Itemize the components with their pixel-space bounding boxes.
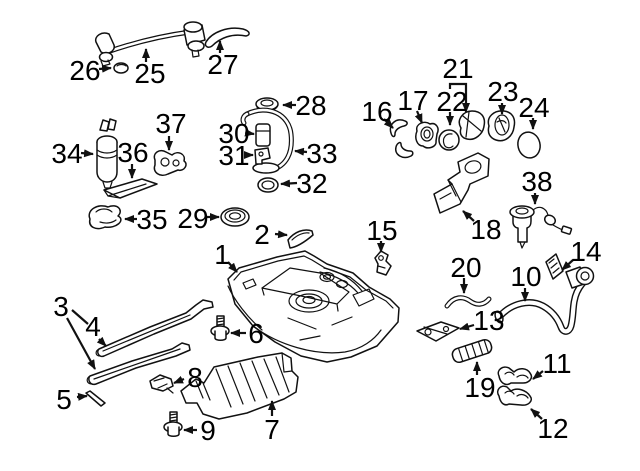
- arrow-32: [280, 179, 298, 188]
- part-drawings: [85, 21, 595, 437]
- part-10-drawing: [494, 266, 595, 335]
- arrow-18: [462, 210, 475, 222]
- callout-38: 38: [521, 166, 552, 197]
- callout-35: 35: [136, 204, 167, 235]
- part-2-drawing: [287, 229, 314, 249]
- callout-17: 17: [397, 85, 428, 116]
- part-31-drawing: [254, 147, 271, 165]
- callout-12: 12: [537, 413, 568, 444]
- arrow-4: [96, 336, 107, 347]
- part-13-drawing: [416, 321, 460, 342]
- callout-24: 24: [518, 92, 549, 123]
- arrow-16: [383, 118, 394, 129]
- arrow-26: [98, 64, 112, 73]
- callout-33: 33: [306, 138, 337, 169]
- arrow-8: [173, 375, 185, 385]
- callout-34: 34: [51, 138, 82, 169]
- callout-28: 28: [295, 90, 326, 121]
- callout-9: 9: [200, 415, 216, 446]
- part-30-drawing: [255, 123, 271, 147]
- part-25-drawing: [94, 21, 206, 67]
- bracket-3: [71, 309, 89, 325]
- callout-29: 29: [177, 203, 208, 234]
- part-23-drawing: [487, 110, 516, 142]
- arrow-14: [561, 259, 574, 271]
- callout-labels: 1 2 3 4 5 6 7 8 9 10 11 12 13 14 15 16 1…: [51, 49, 601, 446]
- callout-13: 13: [473, 305, 504, 336]
- callout-2: 2: [254, 219, 270, 250]
- part-36-drawing: [103, 178, 158, 199]
- callout-26: 26: [69, 55, 100, 86]
- part-4-drawing: [95, 299, 214, 358]
- arrow-12: [530, 408, 543, 420]
- part-20-drawing: [444, 295, 492, 309]
- arrow-3: [66, 317, 96, 370]
- part-17-drawing: [415, 121, 439, 149]
- callout-16: 16: [361, 96, 392, 127]
- callout-8: 8: [187, 362, 203, 393]
- part-21-drawing: [458, 110, 486, 141]
- part-3-drawing: [86, 342, 191, 386]
- callout-4: 4: [85, 311, 101, 342]
- callout-5: 5: [56, 384, 72, 415]
- part-32-drawing: [257, 177, 279, 193]
- callout-30: 30: [218, 118, 249, 149]
- part-35-drawing: [88, 205, 122, 230]
- part-29-drawing: [220, 207, 250, 227]
- callout-18: 18: [470, 214, 501, 245]
- part-33-drawing: [240, 107, 294, 174]
- part-11-drawing: [497, 366, 533, 386]
- callout-14: 14: [570, 236, 601, 267]
- part-5-drawing: [85, 390, 106, 407]
- part-27-drawing: [204, 27, 250, 48]
- callout-6: 6: [248, 318, 264, 349]
- part-24-drawing: [517, 131, 541, 159]
- callout-27: 27: [207, 49, 238, 80]
- part-34-drawing: [96, 118, 118, 189]
- part-26-drawing: [113, 62, 129, 74]
- arrow-17: [414, 110, 424, 124]
- part-16-drawing: [389, 119, 414, 159]
- arrow-2: [274, 230, 288, 239]
- arrow-13: [459, 322, 475, 331]
- part-9-drawing: [163, 411, 183, 437]
- callout-20: 20: [450, 252, 481, 283]
- part-18-drawing: [433, 152, 490, 214]
- part-19-drawing: [451, 338, 493, 364]
- callout-23: 23: [487, 76, 518, 107]
- arrow-33: [294, 147, 308, 156]
- callout-10: 10: [510, 261, 541, 292]
- part-22-drawing: [438, 129, 460, 151]
- part-38-drawing: [509, 205, 573, 249]
- part-37-drawing: [153, 149, 187, 177]
- part-6-drawing: [210, 315, 230, 341]
- callout-32: 32: [296, 168, 327, 199]
- callout-3: 3: [53, 291, 69, 322]
- part-12-drawing: [496, 385, 533, 406]
- arrow-1: [227, 261, 238, 273]
- arrow-5: [76, 392, 88, 401]
- callout-36: 36: [117, 137, 148, 168]
- arrow-11: [532, 370, 544, 380]
- callout-21: 21: [442, 53, 473, 84]
- part-8-drawing: [149, 374, 174, 394]
- callout-25: 25: [134, 58, 165, 89]
- part-1-drawing: [227, 250, 400, 363]
- callout-15: 15: [366, 215, 397, 246]
- callout-22: 22: [436, 86, 467, 117]
- callout-1: 1: [214, 239, 230, 270]
- callout-37: 37: [155, 108, 186, 139]
- arrow-30: [244, 128, 255, 137]
- part-15-drawing: [374, 250, 392, 276]
- part-14-drawing: [545, 253, 564, 280]
- callout-11: 11: [542, 348, 571, 379]
- arrow-34: [80, 149, 94, 158]
- callout-31: 31: [218, 140, 249, 171]
- leader-lines: [66, 40, 574, 434]
- callout-7: 7: [264, 414, 280, 445]
- bracket-21: [448, 82, 470, 113]
- callout-19: 19: [464, 372, 495, 403]
